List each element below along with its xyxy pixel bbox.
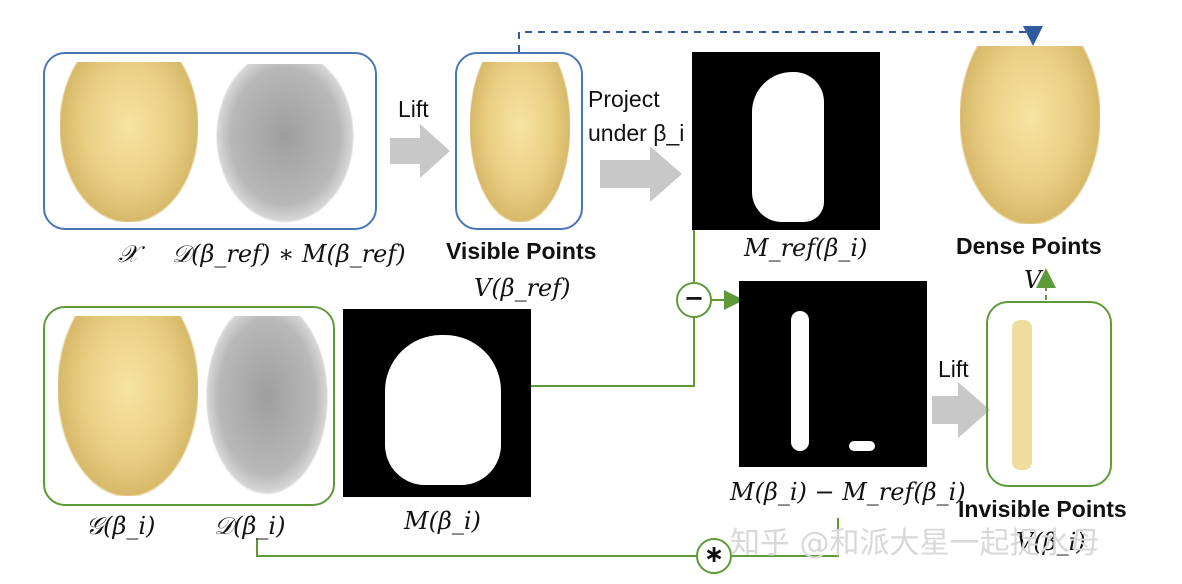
reference-image-x [60,62,198,222]
invisible-points-image [1012,320,1032,470]
lift-arrow-top [390,124,450,178]
label-project-line2: under β_i [588,120,685,146]
generated-image-g [58,316,198,496]
project-arrow [600,146,682,202]
mask-to-minus-line [530,318,695,387]
label-dense-points: Dense Points [956,233,1102,259]
mref-mask-image [692,52,880,230]
label-v-symbol: V [1024,266,1042,294]
m-mask-silhouette [385,335,501,485]
invisible-points-frame [986,301,1112,487]
label-invisible-points: Invisible Points [958,496,1127,522]
reference-masked-depth [215,64,355,224]
minus-operator-symbol: − [684,284,705,312]
label-v-beta-ref: V(β_ref) [474,274,571,302]
label-m-beta-i: M(β_i) [404,507,481,535]
label-x: 𝒳 [118,240,139,268]
label-depth-ref-mask: 𝒟(β_ref) ∗ M(β_ref) [172,240,406,268]
label-project-line1: Project [588,86,660,112]
label-g-beta-i: 𝒢(β_i) [86,512,156,540]
star-operator-circle [696,538,732,574]
diff-mask-image [739,281,927,467]
watermark-text: 知乎 @和派大星一起捉水母 [730,526,1100,561]
star-to-diff-line [732,518,839,557]
mref-mask-silhouette [752,72,824,222]
label-diff-mask: M(β_i) − M_ref(β_i) [730,478,966,506]
depth-image-d [205,316,329,496]
target-view-frame [43,306,335,506]
diff-mask-fragment [849,441,875,451]
star-connector [256,538,696,557]
dashed-skip-arrow [518,26,1043,52]
reference-input-frame [43,52,377,230]
visible-points-frame [455,52,583,230]
label-lift-bottom: Lift [938,356,969,382]
visible-points-image [470,62,570,222]
label-lift-top: Lift [398,96,429,122]
label-mref-beta-i: M_ref(β_i) [744,234,868,262]
minus-operator-circle [676,282,712,318]
diff-mask-sliver [791,311,809,451]
label-d-beta-i: 𝒟(β_i) [214,512,286,540]
m-mask-image [343,309,531,497]
label-visible-points: Visible Points [446,238,597,264]
label-v-beta-i: V(β_i) [1016,528,1086,556]
lift-arrow-bottom [932,382,990,438]
dense-points-image [960,46,1100,224]
star-operator-symbol: ∗ [704,540,725,568]
